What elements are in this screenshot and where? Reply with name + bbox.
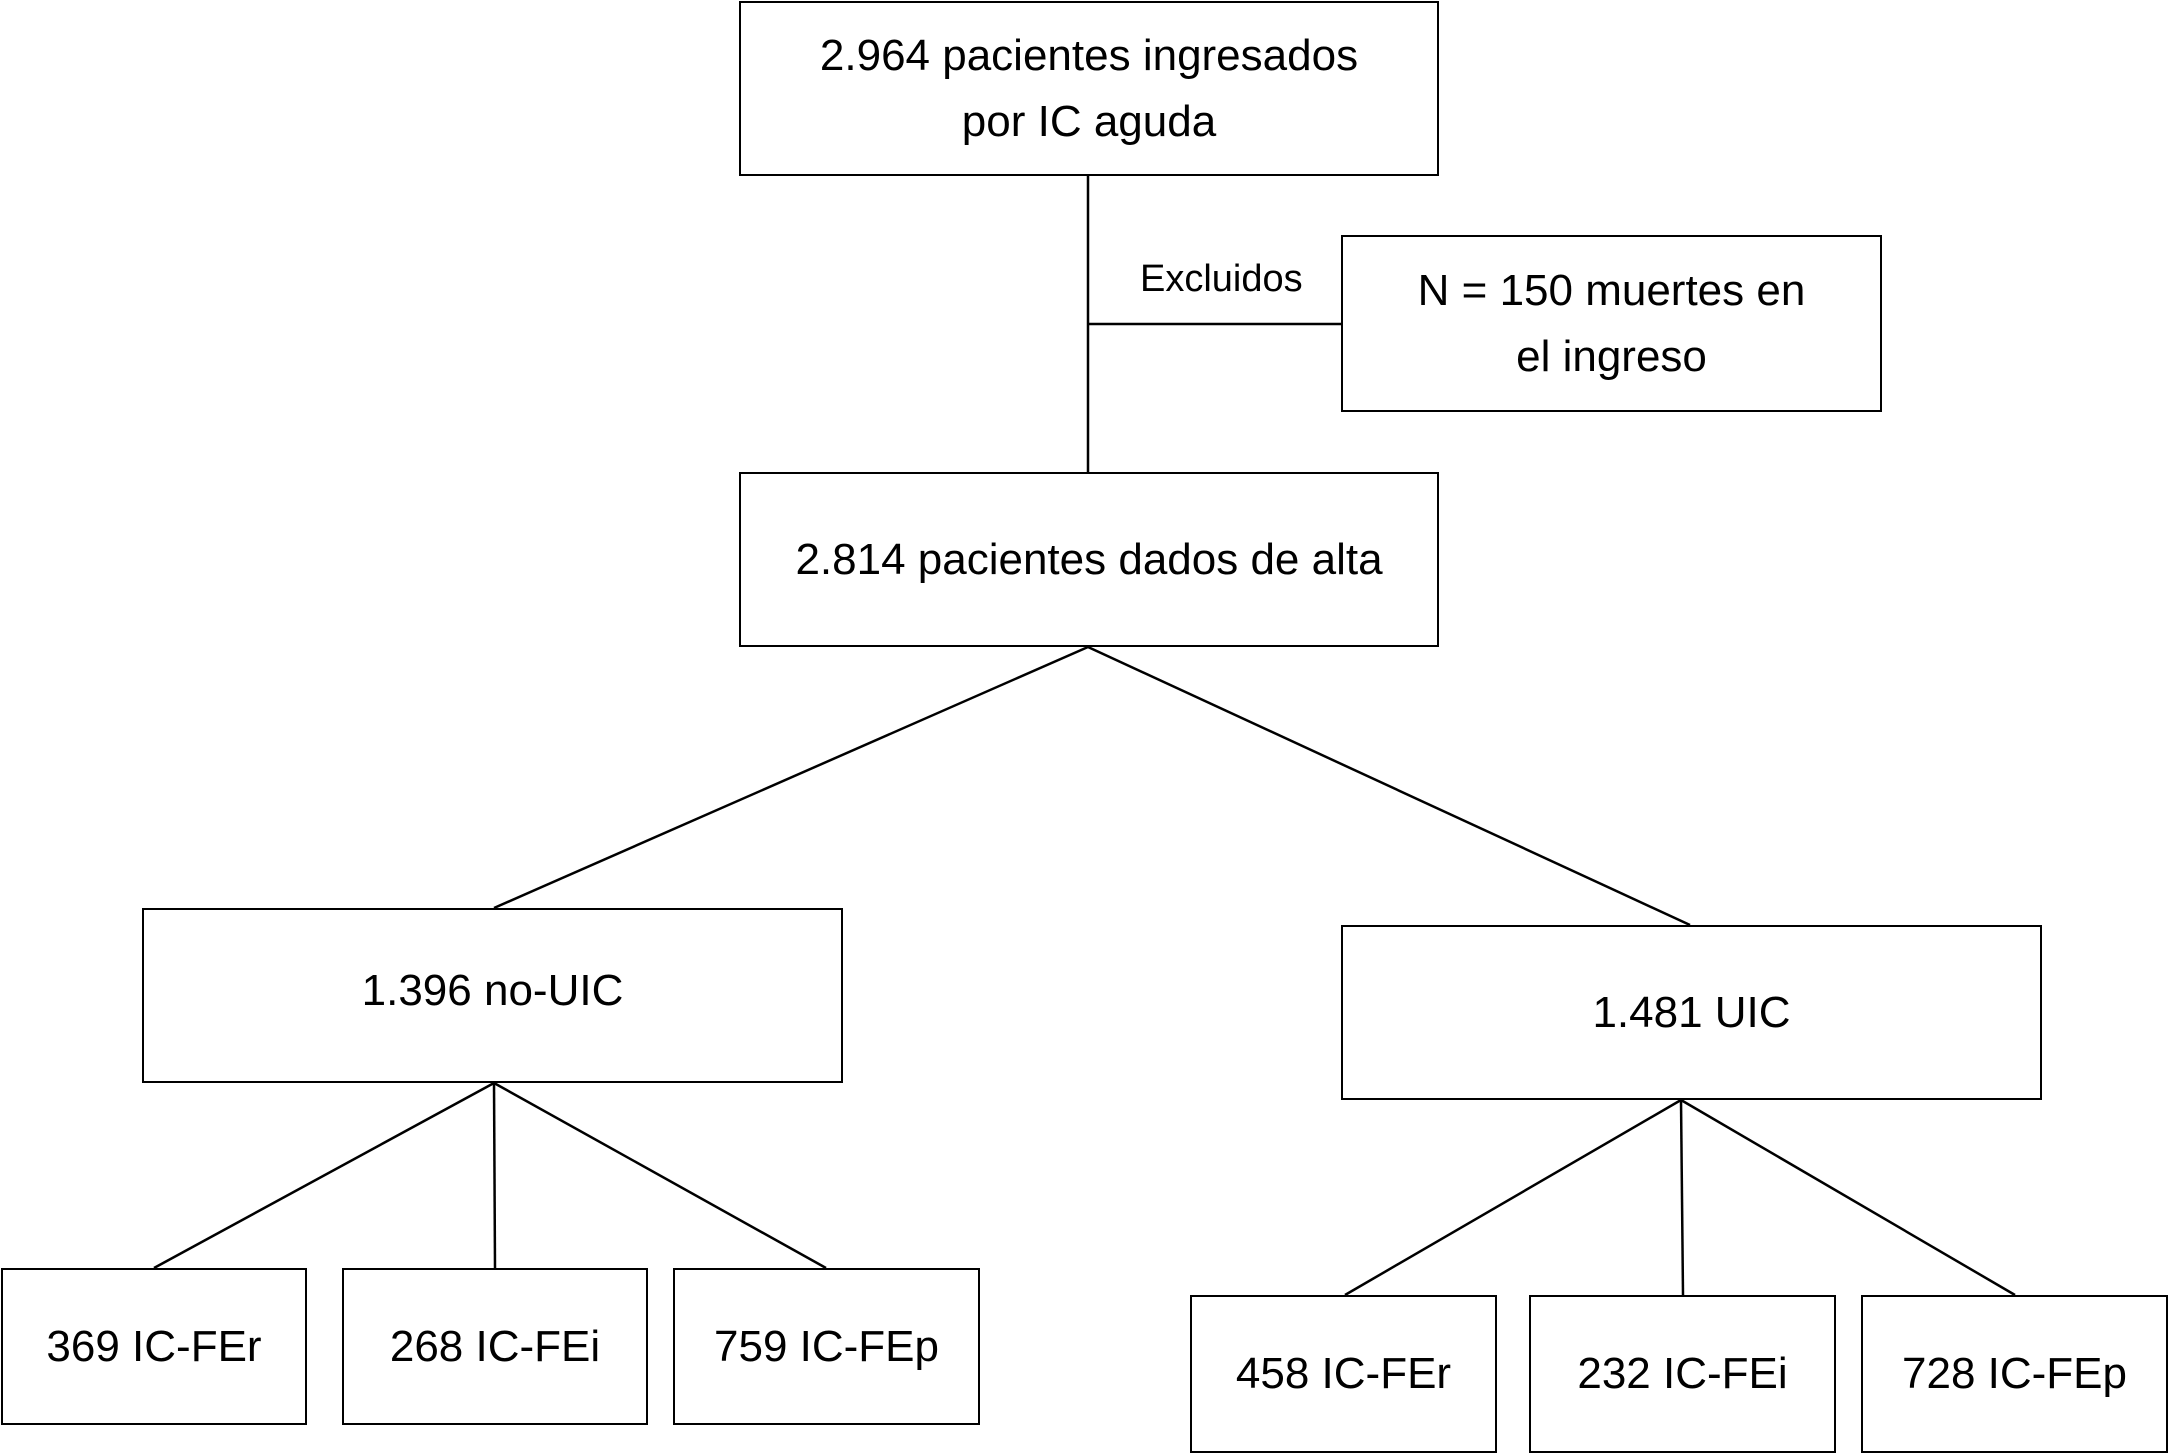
deaths-box: N = 150 muertes en el ingreso <box>1341 235 1882 412</box>
no-uic-text: 1.396 no-UIC <box>361 965 624 1015</box>
no-uic-box: 1.396 no-UIC <box>142 908 843 1083</box>
uic-fep-box: 728 IC-FEp <box>1861 1295 2168 1453</box>
uic-box: 1.481 UIC <box>1341 925 2042 1100</box>
discharged-patients-box: 2.814 pacientes dados de alta <box>739 472 1439 647</box>
connector-discharged-to-no-uic <box>493 645 1089 910</box>
connector-discharged-to-uic <box>1087 645 1691 927</box>
no-uic-fei-text: 268 IC-FEi <box>389 1321 601 1371</box>
no-uic-fep-text: 759 IC-FEp <box>714 1321 939 1371</box>
uic-fer-box: 458 IC-FEr <box>1190 1295 1497 1453</box>
admitted-patients-box: 2.964 pacientes ingresados por IC aguda <box>739 1 1439 176</box>
admitted-patients-text: 2.964 pacientes ingresados por IC aguda <box>819 30 1359 146</box>
no-uic-fei-box: 268 IC-FEi <box>342 1268 648 1425</box>
connector-uic-to-fei <box>1679 1099 1685 1296</box>
connector-uic-to-fep <box>1680 1098 2016 1297</box>
uic-fer-text: 458 IC-FEr <box>1235 1349 1452 1398</box>
connector-no-uic-to-fei <box>492 1082 497 1269</box>
connector-no-uic-to-fep <box>493 1081 827 1270</box>
uic-fei-text: 232 IC-FEi <box>1577 1349 1788 1398</box>
uic-fei-box: 232 IC-FEi <box>1529 1295 1836 1453</box>
excluded-label-text: Excluidos <box>1140 258 1303 300</box>
deaths-text: N = 150 muertes en el ingreso <box>1417 265 1806 381</box>
excluded-label: Excluidos <box>1140 258 1303 301</box>
connector-no-uic-to-fer <box>153 1081 495 1270</box>
discharged-patients-text: 2.814 pacientes dados de alta <box>795 534 1383 584</box>
no-uic-fep-box: 759 IC-FEp <box>673 1268 980 1425</box>
uic-fep-text: 728 IC-FEp <box>1902 1349 2127 1398</box>
no-uic-fer-text: 369 IC-FEr <box>46 1321 262 1371</box>
connector-uic-to-fer <box>1344 1098 1682 1297</box>
uic-text: 1.481 UIC <box>1592 987 1791 1037</box>
no-uic-fer-box: 369 IC-FEr <box>1 1268 307 1425</box>
